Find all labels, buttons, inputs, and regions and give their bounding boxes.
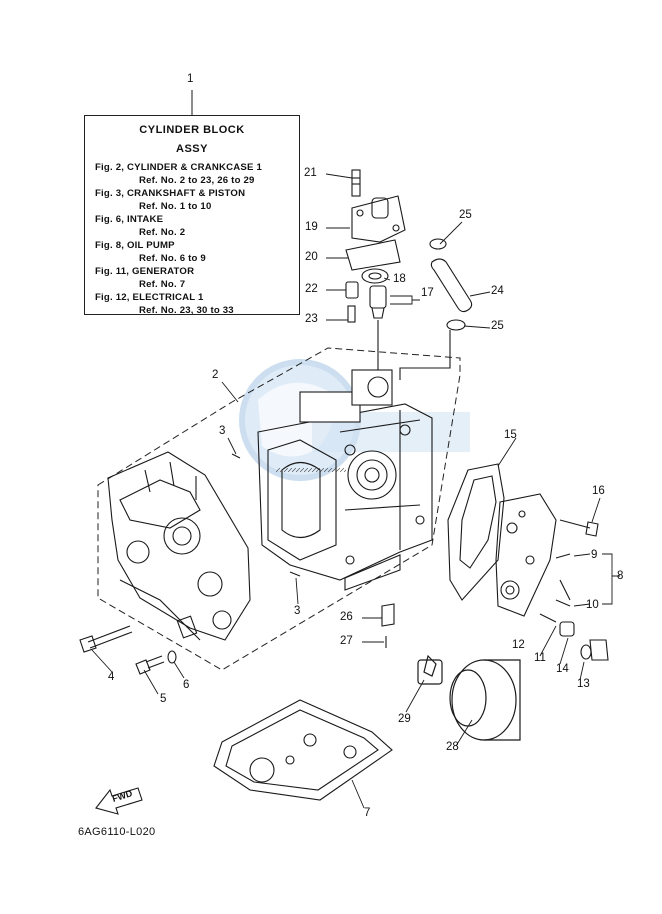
callout-29: 29 [398, 713, 411, 725]
callout-21: 21 [304, 167, 317, 179]
callout-15: 15 [504, 429, 517, 441]
cylinder-block [257, 369, 433, 591]
callout-1: 1 [187, 73, 194, 85]
callout-17: 17 [421, 287, 434, 299]
info-box-title: CYLINDER BLOCK [139, 124, 245, 136]
callout-24: 24 [491, 285, 504, 297]
oil-filter [417, 654, 521, 741]
callout-12: 12 [512, 639, 525, 651]
callout-9: 9 [591, 549, 598, 561]
callout-18: 18 [393, 273, 406, 285]
info-line: Fig. 11, GENERATOR [95, 266, 195, 277]
info-line: Ref. No. 7 [139, 279, 186, 290]
callout-25: 25 [491, 320, 504, 332]
callout-25: 25 [459, 209, 472, 221]
callout-10: 10 [586, 599, 599, 611]
callout-16: 16 [592, 485, 605, 497]
callout-19: 19 [305, 221, 318, 233]
callout-20: 20 [305, 251, 318, 263]
info-box-subtitle: ASSY [176, 143, 208, 155]
diagram-part-code: 6AG6110-L020 [78, 826, 156, 838]
callout-13: 13 [577, 678, 590, 690]
callout-22: 22 [305, 283, 318, 295]
callout-5: 5 [160, 693, 167, 705]
info-line: Ref. No. 23, 30 to 33 [139, 305, 234, 316]
info-line: Fig. 8, OIL PUMP [95, 240, 175, 251]
leader-lines [91, 173, 620, 809]
callout-26: 26 [340, 611, 353, 623]
info-line: Ref. No. 1 to 10 [139, 201, 212, 212]
callout-8: 8 [617, 570, 624, 582]
callout-11: 11 [534, 652, 546, 664]
thermostat-cover-stack [345, 169, 406, 370]
callout-23: 23 [305, 313, 318, 325]
callout-6: 6 [183, 679, 190, 691]
water-hose [399, 238, 473, 380]
callout-3: 3 [219, 425, 226, 437]
callout-3: 3 [294, 605, 301, 617]
info-line: Fig. 6, INTAKE [95, 214, 164, 225]
callout-2: 2 [212, 369, 219, 381]
callout-27: 27 [340, 635, 353, 647]
info-line: Fig. 2, CYLINDER & CRANKCASE 1 [95, 162, 262, 173]
info-line: Ref. No. 2 to 23, 26 to 29 [139, 175, 255, 186]
exhaust-cover [447, 463, 557, 617]
callout-7: 7 [364, 807, 371, 819]
callout-4: 4 [108, 671, 115, 683]
callout-14: 14 [556, 663, 569, 675]
lower-gasket [213, 699, 393, 801]
fwd-arrow-icon [95, 787, 143, 815]
info-line: Ref. No. 2 [139, 227, 186, 238]
info-line: Fig. 12, ELECTRICAL 1 [95, 292, 204, 303]
callout-28: 28 [446, 741, 459, 753]
crankcase-left [107, 451, 251, 641]
assembly-dashed-outline [97, 347, 461, 671]
assembly-info-box: CYLINDER BLOCK ASSY Fig. 2, CYLINDER & C… [84, 115, 300, 316]
fasteners [79, 453, 609, 675]
info-line: Ref. No. 6 to 9 [139, 253, 206, 264]
info-line: Fig. 3, CRANKSHAFT & PISTON [95, 188, 246, 199]
